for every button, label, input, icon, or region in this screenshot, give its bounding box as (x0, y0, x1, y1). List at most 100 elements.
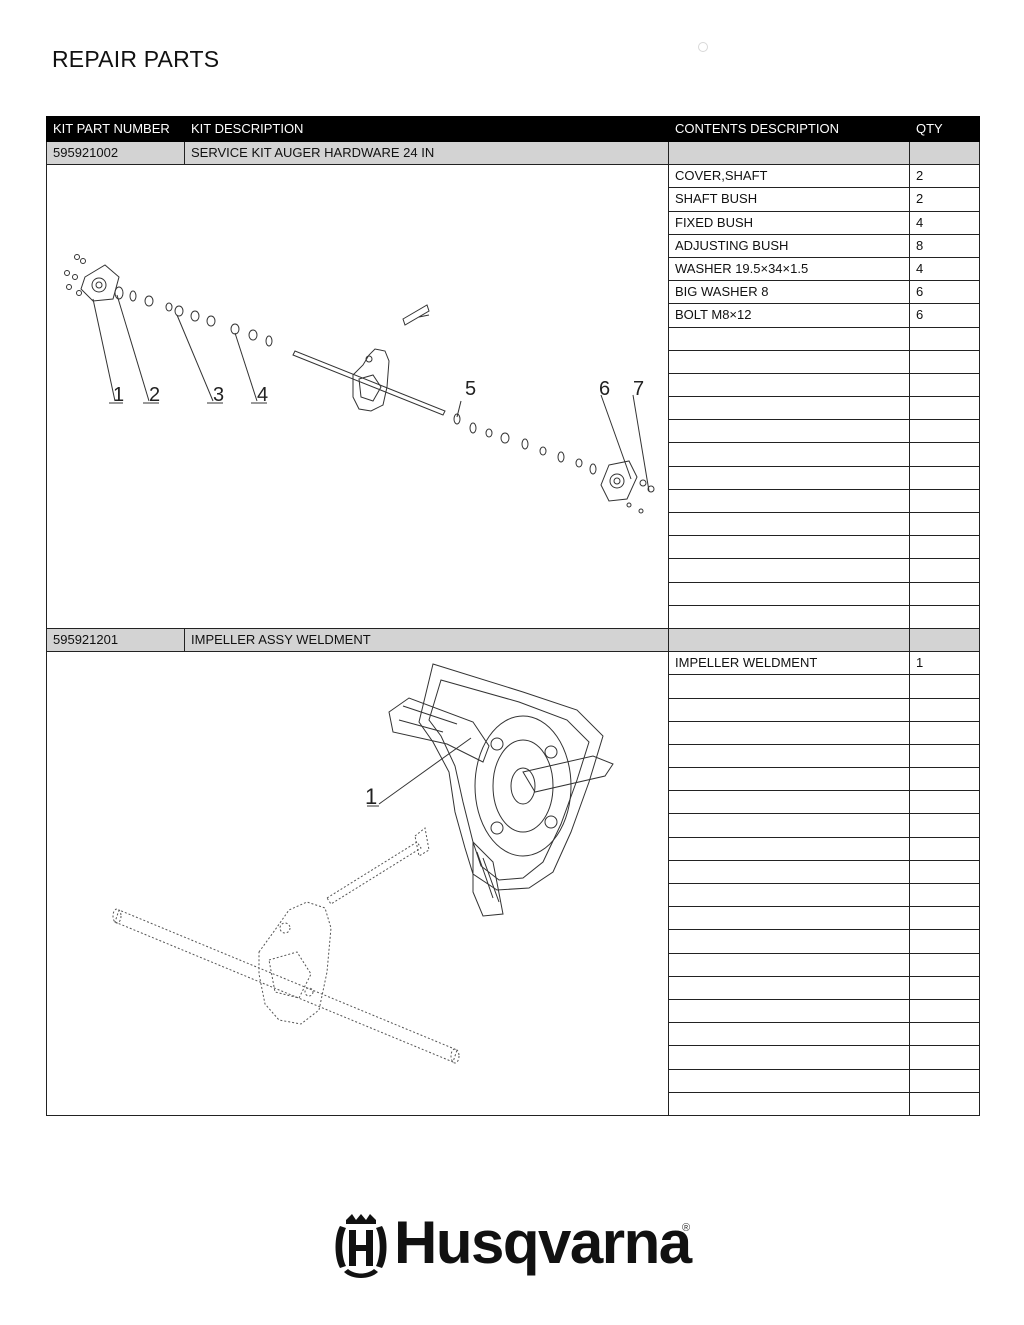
contents-description (668, 349, 910, 374)
contents-description: IMPELLER WELDMENT (668, 651, 910, 676)
contents-qty (909, 998, 980, 1024)
contents-description: FIXED BUSH (668, 210, 910, 235)
callout-leaders (367, 737, 472, 807)
table-row (47, 906, 980, 931)
contents-qty (909, 1045, 980, 1070)
table-row (47, 1068, 980, 1093)
kit-description: SERVICE KIT AUGER HARDWARE 24 IN (184, 140, 669, 166)
contents-qty (909, 326, 980, 351)
table-row (47, 882, 980, 908)
contents-qty (909, 674, 980, 699)
contents-description (668, 998, 910, 1024)
ghost-auger-assembly (112, 827, 460, 1064)
impeller-diagram-cell: 1 (46, 651, 669, 1116)
callout-leaders (92, 295, 650, 492)
impeller-housing (418, 663, 604, 891)
contents-qty (909, 558, 980, 583)
decorative-dot (698, 42, 708, 52)
contents-qty (909, 813, 980, 838)
contents-description (668, 581, 910, 606)
auger-exploded-diagram-cell: 1 2 3 4 5 6 7 (46, 164, 669, 629)
contents-description (668, 558, 910, 583)
contents-description (668, 465, 910, 490)
contents-qty (909, 859, 980, 885)
contents-description (668, 790, 910, 815)
contents-description: BOLT M8×12 (668, 303, 910, 328)
table-row (47, 372, 980, 398)
kit-part-number: 595921201 (46, 627, 185, 653)
contents-description (668, 442, 910, 467)
contents-qty: 4 (909, 256, 980, 282)
table-row (47, 419, 980, 444)
callout-label: 1 (365, 784, 377, 809)
contents-description (668, 396, 910, 421)
husqvarna-logo: Husqvarna ® (332, 1209, 692, 1284)
contents-description (668, 535, 910, 560)
table-header-row: KIT PART NUMBER KIT DESCRIPTION CONTENTS… (46, 116, 980, 142)
contents-qty (909, 535, 980, 560)
contents-qty (909, 396, 980, 421)
header-kit-description: KIT DESCRIPTION (184, 116, 669, 142)
table-row (47, 813, 980, 838)
bearing-flange-right (600, 460, 655, 514)
contents-description (668, 604, 910, 629)
contents-qty: 6 (909, 303, 980, 328)
contents-qty: 8 (909, 233, 980, 258)
callout-label: 3 (213, 384, 224, 406)
contents-description: SHAFT BUSH (668, 187, 910, 212)
contents-qty (909, 952, 980, 977)
contents-qty (909, 882, 980, 908)
header-qty: QTY (909, 116, 980, 142)
kit-description: IMPELLER ASSY WELDMENT (184, 627, 669, 653)
contents-qty (909, 442, 980, 467)
contents-qty (909, 975, 980, 1000)
gearbox (352, 348, 390, 412)
repair-parts-table: KIT PART NUMBER KIT DESCRIPTION CONTENTS… (46, 116, 980, 1116)
contents-description (668, 372, 910, 398)
small-bolts-left (64, 254, 86, 297)
contents-qty: 4 (909, 210, 980, 235)
table-row (47, 558, 980, 583)
table-row (47, 581, 980, 606)
contents-description: BIG WASHER 8 (668, 280, 910, 305)
contents-qty (909, 1091, 980, 1116)
contents-qty: 6 (909, 280, 980, 305)
kit-row: 595921201 IMPELLER ASSY WELDMENT (46, 627, 980, 653)
auger-exploded-diagram: 1 2 3 4 5 6 7 (64, 254, 655, 514)
impeller-paddles (388, 697, 614, 917)
husqvarna-crown-h-icon (335, 1214, 387, 1278)
contents-description (668, 906, 910, 931)
contents-description (668, 882, 910, 908)
table-row: 1 2 3 4 5 6 7 COVER,SHAFT 2 (46, 164, 980, 629)
contents-description: WASHER 19.5×34×1.5 (668, 256, 910, 282)
contents-description (668, 674, 910, 699)
contents-qty (909, 767, 980, 792)
contents-qty (909, 1068, 980, 1093)
callout-label: 4 (257, 384, 268, 406)
impeller-diagram: 1 (112, 663, 614, 1064)
page-title: REPAIR PARTS (52, 46, 220, 72)
callout-label: 5 (465, 378, 476, 400)
contents-description (668, 952, 910, 977)
contents-qty (909, 488, 980, 514)
contents-qty (909, 349, 980, 374)
contents-description (668, 697, 910, 722)
callout-label: 7 (633, 378, 644, 400)
contents-qty (909, 697, 980, 722)
contents-qty (909, 511, 980, 537)
contents-description (668, 511, 910, 537)
table-row (47, 465, 980, 490)
washers-left (114, 286, 273, 347)
contents-description (668, 326, 910, 351)
header-kit-part-number: KIT PART NUMBER (46, 116, 185, 142)
callout-label: 2 (149, 384, 160, 406)
contents-qty (909, 720, 980, 745)
table-row (47, 767, 980, 792)
contents-qty (909, 790, 980, 815)
contents-description (668, 975, 910, 1000)
contents-qty: 1 (909, 651, 980, 676)
contents-description: ADJUSTING BUSH (668, 233, 910, 258)
